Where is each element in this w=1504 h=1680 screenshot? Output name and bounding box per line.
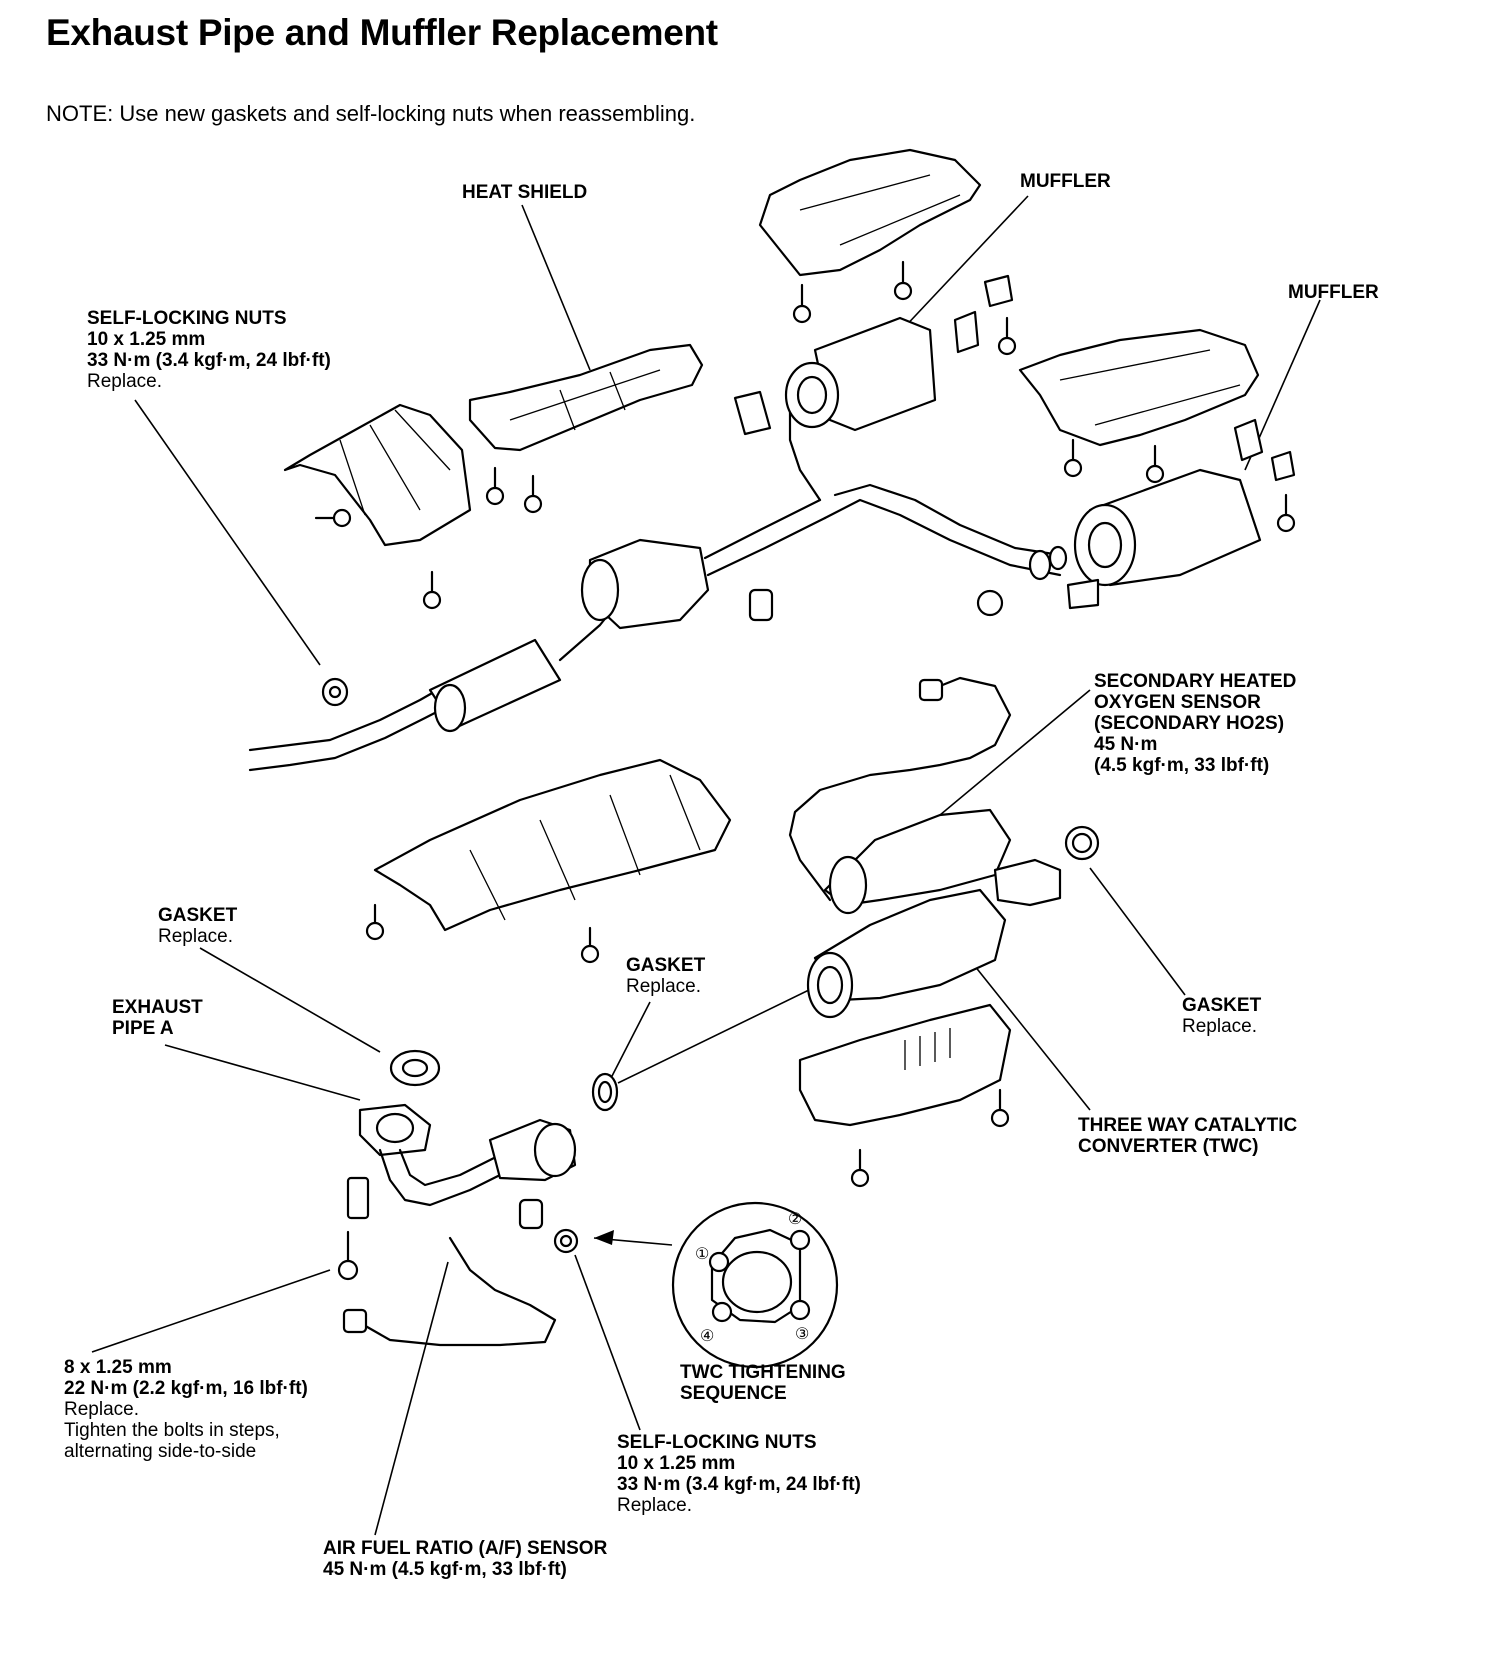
label-muffler-1: MUFFLER [1020, 171, 1111, 192]
small-hardware [314, 260, 1296, 707]
leader-self-locking-nuts-top [134, 399, 321, 666]
sequence-number-3: ③ [795, 1326, 810, 1343]
leader-gasket-left [199, 947, 381, 1053]
arrowhead [594, 1230, 614, 1245]
lower-heat-shield [365, 758, 732, 964]
twc-sequence-detail [671, 1201, 839, 1369]
sequence-number-2: ② [788, 1211, 803, 1228]
reassembly-note: NOTE: Use new gaskets and self-locking n… [46, 101, 696, 126]
exhaust-pipe-a [337, 1049, 619, 1281]
heat-shield [468, 343, 704, 452]
muffler-heat-shield-1 [758, 148, 982, 277]
label-heat-shield: HEAT SHIELD [462, 182, 588, 203]
sequence-number-4: ④ [700, 1328, 715, 1345]
bolts-upper [314, 260, 1296, 610]
leader-exhaust-pipe-a [164, 1044, 361, 1101]
exhaust-pipe-system [248, 316, 1262, 772]
leader-af-sensor [374, 1261, 449, 1536]
page-title: Exhaust Pipe and Muffler Replacement [46, 12, 718, 53]
label-gasket-left: GASKET Replace. [158, 905, 238, 947]
secondary-ho2s-assembly [788, 676, 1012, 915]
label-muffler-2: MUFFLER [1288, 282, 1379, 303]
label-af-sensor: AIR FUEL RATIO (A/F) SENSOR 45 N·m (4.5 … [323, 1538, 608, 1580]
label-gasket-right: GASKET Replace. [1182, 995, 1262, 1037]
twc-lower-heat-shield [798, 1003, 1012, 1188]
af-sensor [342, 1236, 557, 1347]
sequence-number-1: ① [695, 1246, 710, 1263]
label-twc: THREE WAY CATALYTIC CONVERTER (TWC) [1078, 1115, 1298, 1157]
leader-self-locking-nuts-bottom [574, 1254, 641, 1431]
three-way-catalytic-converter [806, 825, 1100, 1019]
label-exhaust-pipe-a: EXHAUST PIPE A [112, 997, 203, 1039]
muffler-heat-shield-2 [1018, 328, 1260, 447]
leader-gasket-right [1089, 867, 1186, 996]
label-secondary-ho2s: SECONDARY HEATED OXYGEN SENSOR (SECONDAR… [1094, 671, 1297, 776]
leader-heat-shield [521, 204, 591, 371]
label-twc-sequence: TWC TIGHTENING SEQUENCE [680, 1362, 846, 1404]
label-self-locking-nuts-top: SELF-LOCKING NUTS 10 x 1.25 mm 33 N·m (3… [87, 308, 331, 392]
leader-gasket-middle [609, 1001, 651, 1081]
label-self-locking-nuts-bottom: SELF-LOCKING NUTS 10 x 1.25 mm 33 N·m (3… [617, 1432, 861, 1516]
label-bolts: 8 x 1.25 mm 22 N·m (2.2 kgf·m, 16 lbf·ft… [64, 1357, 308, 1462]
leader-twc [969, 959, 1091, 1111]
label-gasket-middle: GASKET Replace. [626, 955, 706, 997]
front-heat-shield-upper [283, 403, 472, 547]
leader-bolts [91, 1269, 331, 1353]
leader-muffler-1 [899, 195, 1029, 333]
